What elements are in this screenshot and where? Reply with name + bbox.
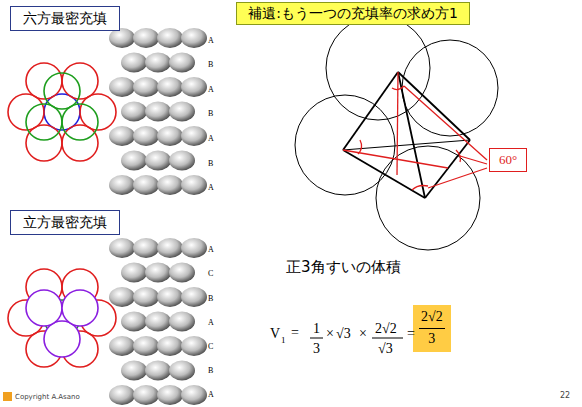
sphere xyxy=(181,77,207,97)
copyright-icon xyxy=(3,392,12,401)
sphere xyxy=(109,77,135,97)
sphere xyxy=(145,361,171,381)
sphere xyxy=(121,53,147,73)
layer-letter: C xyxy=(208,343,213,351)
sphere xyxy=(121,361,147,381)
formula-part: × xyxy=(326,327,334,341)
sphere xyxy=(121,312,147,332)
layer-letter: C xyxy=(208,270,213,278)
sphere xyxy=(109,28,135,48)
heading-box: 補遺:もう一つの充填率の求め方1 xyxy=(236,2,470,25)
tetrahedron xyxy=(343,72,470,198)
sphere xyxy=(133,28,159,48)
page-number: 22 xyxy=(560,392,570,400)
copyright: Copyright A.Asano xyxy=(15,394,80,401)
sphere xyxy=(181,175,207,195)
heading-text: 60° xyxy=(499,152,517,168)
heading-text: 立方最密充填 xyxy=(23,214,107,231)
sphere xyxy=(169,361,195,381)
sphere xyxy=(169,263,195,283)
fraction-part: 3 xyxy=(428,329,435,348)
layer-letter: A xyxy=(208,184,214,192)
sphere xyxy=(145,151,171,171)
sphere xyxy=(133,336,159,356)
layer-letter: A xyxy=(208,319,214,327)
sphere xyxy=(145,312,171,332)
sphere xyxy=(181,238,207,258)
heading-text: 六方最密充填 xyxy=(23,10,107,27)
sphere xyxy=(133,126,159,146)
fraction-part: 2√2 xyxy=(419,309,445,329)
sphere xyxy=(181,287,207,307)
sphere xyxy=(157,385,183,405)
sphere xyxy=(181,336,207,356)
hcp-circles xyxy=(8,63,116,161)
formula-part: = xyxy=(291,326,299,340)
sphere-stacks xyxy=(109,28,207,405)
sphere xyxy=(181,385,207,405)
sphere xyxy=(145,263,171,283)
sphere xyxy=(145,102,171,122)
sphere xyxy=(109,238,135,258)
formula-part: 1 xyxy=(281,336,286,345)
sphere xyxy=(133,175,159,195)
sphere xyxy=(157,126,183,146)
layer-letter: A xyxy=(208,391,214,399)
sphere xyxy=(181,28,207,48)
layer-letter: B xyxy=(208,367,213,375)
formula-part: √3 xyxy=(378,342,393,356)
result-box: 2√23 xyxy=(413,305,451,352)
fraction-bars xyxy=(310,338,403,339)
sphere xyxy=(109,385,135,405)
note-text: 正3角すいの体積 xyxy=(286,260,401,275)
angle-marks xyxy=(343,72,487,190)
formula-part: 1 xyxy=(313,322,320,336)
sphere xyxy=(157,77,183,97)
sphere xyxy=(169,53,195,73)
sphere xyxy=(133,238,159,258)
sphere xyxy=(145,53,171,73)
sphere xyxy=(157,28,183,48)
sphere xyxy=(157,336,183,356)
formula-part: 2√2 xyxy=(375,322,397,336)
sphere xyxy=(121,263,147,283)
ccp-circles xyxy=(8,269,116,367)
angle-box: 60° xyxy=(489,148,527,172)
sphere xyxy=(133,77,159,97)
layer-letter: A xyxy=(208,135,214,143)
sphere xyxy=(157,287,183,307)
sphere xyxy=(121,102,147,122)
sphere xyxy=(109,336,135,356)
formula-part: = xyxy=(407,327,415,341)
sphere xyxy=(157,238,183,258)
sphere xyxy=(133,287,159,307)
formula-part: √3 xyxy=(336,327,351,341)
heading-box: 六方最密充填 xyxy=(10,6,120,31)
layer-letter: A xyxy=(208,37,214,45)
layer-letter: B xyxy=(208,61,213,69)
formula-part: V xyxy=(270,327,280,341)
layer-letter: B xyxy=(208,295,213,303)
sphere xyxy=(109,287,135,307)
formula-part: × xyxy=(359,327,367,341)
sphere xyxy=(169,312,195,332)
sphere xyxy=(157,175,183,195)
formula-part: 3 xyxy=(313,342,320,356)
sphere xyxy=(109,175,135,195)
layer-letter: A xyxy=(208,246,214,254)
sphere xyxy=(109,126,135,146)
layer-letter: A xyxy=(208,86,214,94)
sphere xyxy=(133,385,159,405)
tetrahedron-spheres xyxy=(295,16,498,250)
heading-text: 補遺:もう一つの充填率の求め方1 xyxy=(248,5,458,22)
layer-letter: B xyxy=(208,160,213,168)
sphere xyxy=(169,102,195,122)
sphere xyxy=(181,126,207,146)
layer-letter: B xyxy=(208,110,213,118)
heading-box: 立方最密充填 xyxy=(10,210,120,235)
sphere xyxy=(169,151,195,171)
sphere xyxy=(121,151,147,171)
